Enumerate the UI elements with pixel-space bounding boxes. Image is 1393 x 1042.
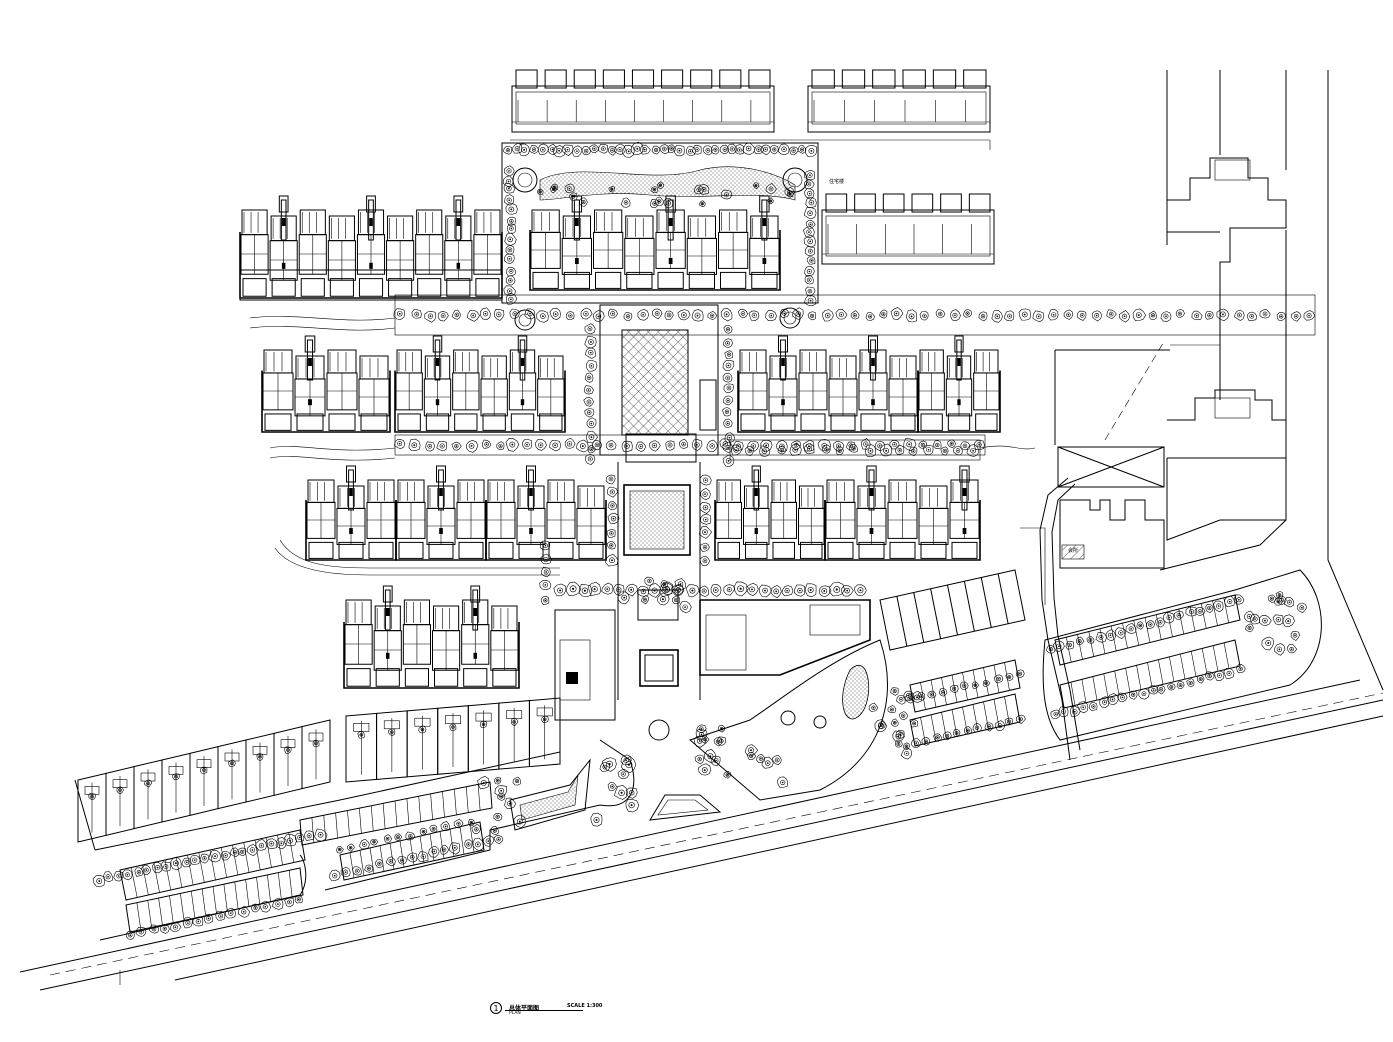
south-landscape <box>92 540 1307 940</box>
east-building-label: 会所 <box>1068 548 1079 554</box>
drawing-title: 总体平面图 <box>509 1005 540 1012</box>
east-towers <box>1054 157 1287 541</box>
drawing-scale: SCALE 1:300 <box>567 1003 603 1009</box>
southwest-townhouses <box>74 697 561 851</box>
main-road <box>19 679 1384 991</box>
central-plaza <box>583 304 735 741</box>
drawing-number-circle: 1 <box>490 1002 502 1014</box>
residential-blocks <box>239 195 1001 721</box>
title-underline <box>505 1010 583 1011</box>
north-buildings <box>510 69 995 265</box>
parking-areas <box>99 569 1322 941</box>
east-perimeter <box>1159 70 1384 691</box>
south-retail <box>553 576 871 676</box>
landscape-strips <box>249 294 1316 576</box>
clubhouse <box>1020 446 1165 761</box>
central-garden <box>501 141 819 331</box>
drawing-subtitle: PLAN <box>509 1011 521 1016</box>
north-building-label: 住宅楼 <box>829 179 845 185</box>
